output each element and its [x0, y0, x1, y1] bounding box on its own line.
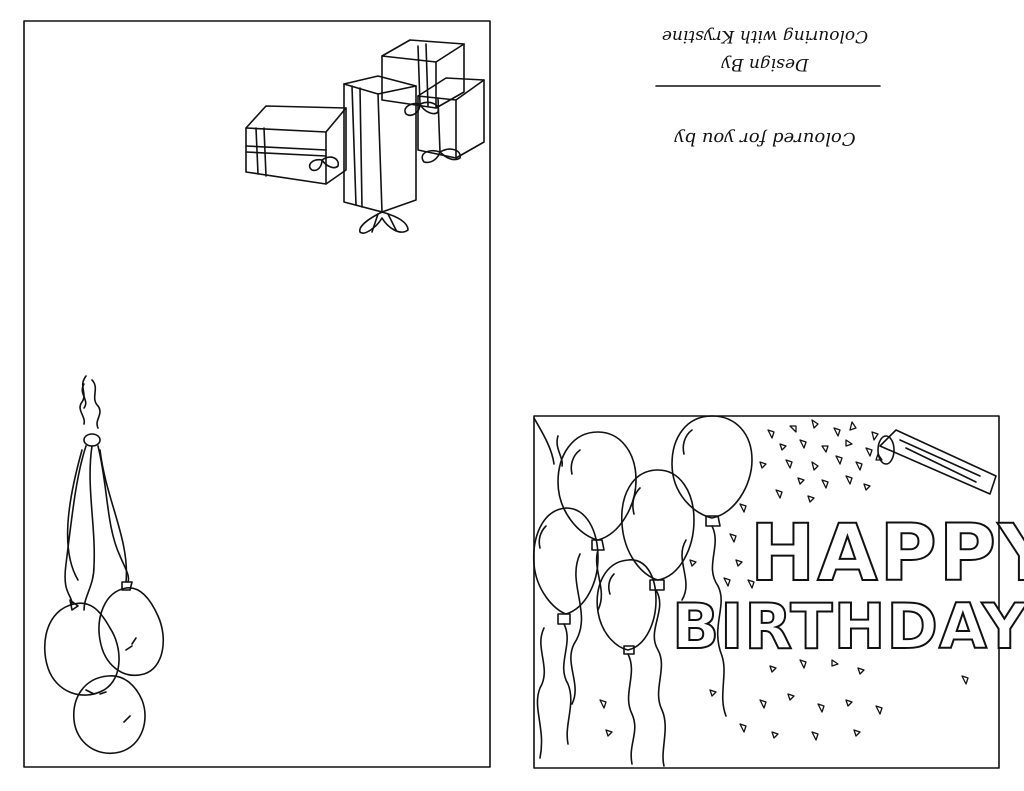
balloon-bunch-illustration	[43, 375, 165, 755]
party-horn-illustration	[877, 429, 997, 495]
front-balloons-illustration	[532, 415, 753, 767]
greeting-happy: HAPPY	[750, 509, 1024, 599]
front-panel-border	[533, 415, 1000, 769]
confetti-illustration	[599, 419, 969, 741]
greeting-birthday: BIRTHDAY	[672, 590, 1024, 663]
inside-panel-border	[23, 20, 491, 768]
gift-boxes-illustration	[245, 39, 485, 234]
greeting-lettering: HAPPY BIRTHDAY	[671, 508, 1024, 664]
